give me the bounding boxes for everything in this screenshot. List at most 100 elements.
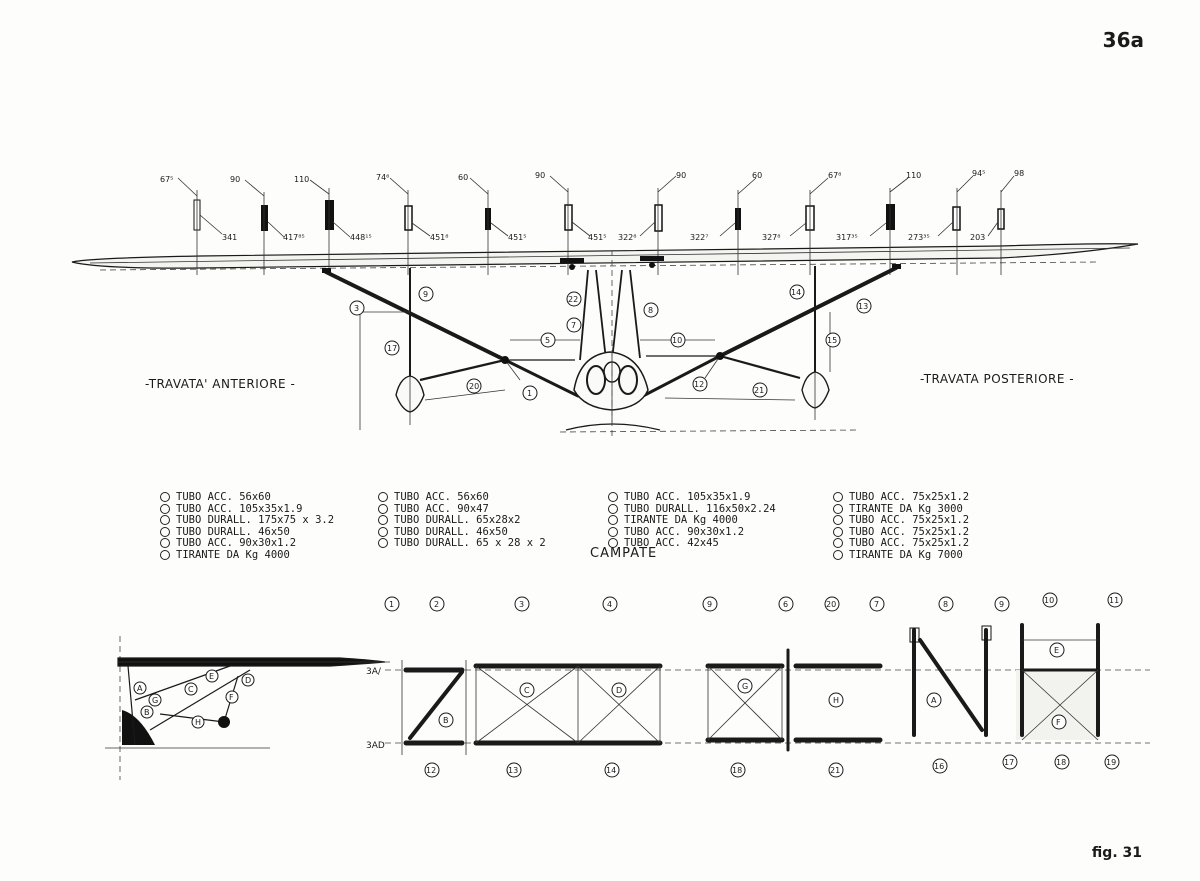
callout: 12 bbox=[692, 376, 708, 392]
leg-marker-icon bbox=[378, 538, 388, 548]
leg-marker-icon bbox=[833, 515, 843, 525]
svg-text:8: 8 bbox=[648, 306, 653, 315]
svg-text:9: 9 bbox=[707, 600, 712, 609]
svg-text:17: 17 bbox=[387, 344, 397, 353]
callout: A bbox=[926, 692, 942, 708]
legend-item: TUBO DURALL. 46x50 bbox=[160, 526, 334, 539]
svg-text:22: 22 bbox=[568, 295, 578, 304]
rib-dim-side: 327⁸ bbox=[762, 233, 780, 242]
svg-text:B: B bbox=[144, 708, 150, 717]
svg-text:E: E bbox=[1054, 646, 1059, 655]
wing-front-view bbox=[71, 243, 1139, 271]
legend-item: TUBO DURALL. 65 x 28 x 2 bbox=[378, 537, 546, 550]
leg-marker-icon bbox=[833, 526, 843, 537]
svg-text:7: 7 bbox=[571, 321, 576, 330]
rib-dim-top: 74⁶ bbox=[376, 173, 389, 182]
svg-text:18: 18 bbox=[732, 766, 742, 775]
leg-marker-icon bbox=[378, 526, 388, 537]
svg-text:20: 20 bbox=[469, 382, 479, 391]
callout: 8 bbox=[938, 596, 954, 612]
legend-item: TUBO ACC. 90x30x1.2 bbox=[608, 526, 776, 539]
callout: B bbox=[438, 712, 454, 728]
leg-marker-icon bbox=[833, 538, 843, 548]
rib-section bbox=[389, 177, 431, 275]
callout: E bbox=[1049, 642, 1065, 658]
label-travata-anteriore: -TRAVATA' ANTERIORE - bbox=[145, 377, 296, 391]
callout: 13 bbox=[856, 298, 872, 314]
callout: 9 bbox=[702, 596, 718, 612]
callout: D bbox=[611, 682, 627, 698]
rib-dim-side: 451⁵ bbox=[588, 233, 606, 242]
legend-item: TUBO ACC. 75x25x1.2 bbox=[833, 526, 969, 539]
svg-text:20: 20 bbox=[826, 600, 836, 609]
callout: 10 bbox=[1042, 592, 1058, 608]
svg-text:C: C bbox=[524, 686, 530, 695]
legend-item: TUBO ACC. 90x30x1.2 bbox=[160, 537, 334, 550]
svg-text:1: 1 bbox=[527, 389, 532, 398]
callout: 15 bbox=[825, 332, 841, 348]
legend-item: TUBO ACC. 56x60 bbox=[378, 491, 546, 504]
callout: 6 bbox=[778, 596, 794, 612]
callout: D bbox=[241, 673, 255, 687]
bay-top-callouts: 1 2 3 4 9 6 20 7 8 9 10 11 bbox=[384, 592, 1123, 612]
svg-text:11: 11 bbox=[1109, 596, 1119, 605]
svg-text:2: 2 bbox=[434, 600, 439, 609]
legend-item: TUBO ACC. 75x25x1.2 bbox=[833, 537, 969, 550]
callout: 8 bbox=[643, 302, 659, 318]
rib-dim-top: 90 bbox=[676, 171, 686, 180]
front-struts bbox=[322, 264, 901, 398]
svg-text:3: 3 bbox=[354, 304, 359, 313]
svg-text:10: 10 bbox=[1044, 596, 1054, 605]
callout: 7 bbox=[869, 596, 885, 612]
svg-text:14: 14 bbox=[791, 288, 801, 297]
svg-text:3: 3 bbox=[519, 600, 524, 609]
bay-1 bbox=[401, 660, 467, 755]
front-view-callouts: 9 3 17 20 5 7 22 1 8 10 12 21 14 13 15 bbox=[349, 284, 872, 401]
callout: 12 bbox=[424, 762, 440, 778]
leg-marker-icon bbox=[608, 492, 618, 502]
callout: 11 bbox=[1107, 592, 1123, 608]
bay-panels: 3A/ 3A D bbox=[366, 592, 1150, 778]
engine-pod bbox=[560, 256, 664, 270]
svg-text:H: H bbox=[833, 696, 839, 705]
legend-item: TUBO DURALL. 65x28x2 bbox=[378, 514, 546, 527]
svg-text:A: A bbox=[137, 684, 143, 693]
callout: 10 bbox=[670, 332, 686, 348]
callout: 14 bbox=[604, 762, 620, 778]
legend-column-3: TUBO ACC. 105x35x1.9 TUBO DURALL. 116x50… bbox=[608, 491, 776, 550]
rib-dimension-labels: 67⁵ 341 90 417⁸⁵ 110 448¹⁵ 74⁶ 451⁸ 60 4… bbox=[160, 169, 1024, 242]
leg-marker-icon bbox=[378, 503, 388, 514]
callout: 9 bbox=[418, 286, 434, 302]
svg-text:9: 9 bbox=[423, 290, 428, 299]
leg-marker-icon bbox=[160, 503, 170, 514]
svg-text:D: D bbox=[616, 686, 622, 695]
svg-text:7: 7 bbox=[874, 600, 879, 609]
side-profile: A B C E D F G H bbox=[105, 636, 390, 780]
legend-item: TUBO ACC. 105x35x1.9 bbox=[608, 491, 776, 504]
callout: 9 bbox=[994, 596, 1010, 612]
svg-text:12: 12 bbox=[426, 766, 436, 775]
callout: 19 bbox=[1104, 754, 1120, 770]
svg-text:6: 6 bbox=[783, 600, 788, 609]
leg-marker-icon bbox=[160, 526, 170, 537]
svg-text:10: 10 bbox=[672, 336, 682, 345]
rib-section bbox=[937, 175, 974, 275]
svg-text:9: 9 bbox=[999, 600, 1004, 609]
callout: 5 bbox=[540, 332, 556, 348]
legend-item: TUBO ACC. 75x25x1.2 bbox=[833, 514, 969, 527]
svg-text:A: A bbox=[931, 696, 937, 705]
rib-dim-side: 451⁸ bbox=[430, 233, 448, 242]
side-label-a: 3A/ bbox=[366, 667, 382, 677]
rib-section bbox=[987, 175, 1015, 275]
svg-text:B: B bbox=[443, 716, 449, 725]
svg-text:D: D bbox=[245, 676, 251, 685]
figure-label: fig. 31 bbox=[1091, 845, 1142, 861]
svg-text:13: 13 bbox=[858, 302, 868, 311]
rib-dim-top: 90 bbox=[230, 175, 240, 184]
rib-dim-top: 94⁵ bbox=[972, 169, 985, 178]
svg-text:18: 18 bbox=[1056, 758, 1066, 767]
bay-3 bbox=[705, 648, 883, 752]
leg-marker-icon bbox=[378, 515, 388, 525]
